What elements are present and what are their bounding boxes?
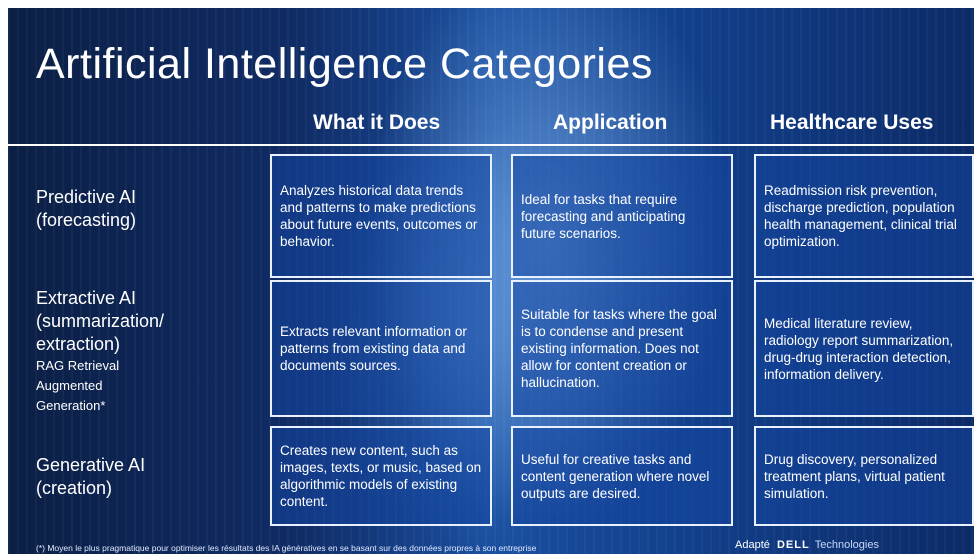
row-label-extractive: Extractive AI (summarization/ extraction… — [36, 287, 164, 416]
brand-credit: Adapté DELL Technologies — [735, 539, 879, 551]
row-label-small-line: Generation* — [36, 398, 106, 413]
cell-predictive-what: Analyzes historical data trends and patt… — [270, 154, 492, 278]
row-label-line: (summarization/ — [36, 311, 165, 331]
cell-text: Medical literature review, radiology rep… — [764, 315, 954, 382]
row-label-small-line: Augmented — [36, 378, 103, 393]
slide: Artificial Intelligence Categories What … — [8, 8, 974, 554]
cell-extractive-what: Extracts relevant information or pattern… — [270, 280, 492, 417]
row-label-line: extraction) — [36, 334, 121, 354]
cell-extractive-healthcare: Medical literature review, radiology rep… — [754, 280, 974, 417]
column-header-healthcare: Healthcare Uses — [770, 111, 934, 134]
cell-text: Creates new content, such as images, tex… — [280, 443, 482, 509]
cell-generative-healthcare: Drug discovery, personalized treatment p… — [754, 426, 974, 526]
row-label-line: (forecasting) — [36, 210, 137, 230]
cell-text: Useful for creative tasks and content ge… — [521, 451, 710, 501]
cell-text: Extracts relevant information or pattern… — [280, 324, 467, 373]
cell-text: Suitable for tasks where the goal is to … — [521, 307, 717, 390]
dell-logo: DELL — [776, 539, 810, 551]
cell-text: Ideal for tasks that require forecasting… — [521, 191, 686, 241]
row-label-generative: Generative AI (creation) — [36, 454, 145, 500]
row-label-predictive: Predictive AI (forecasting) — [36, 186, 136, 232]
footnote: (*) Moyen le plus pragmatique pour optim… — [36, 543, 537, 553]
header-divider — [8, 144, 974, 146]
column-header-application: Application — [553, 111, 668, 134]
cell-extractive-application: Suitable for tasks where the goal is to … — [511, 280, 733, 417]
cell-text: Readmission risk prevention, discharge p… — [764, 183, 957, 249]
brand-technologies: Technologies — [814, 539, 879, 551]
cell-generative-what: Creates new content, such as images, tex… — [270, 426, 492, 526]
cell-predictive-healthcare: Readmission risk prevention, discharge p… — [754, 154, 974, 278]
cell-generative-application: Useful for creative tasks and content ge… — [511, 426, 733, 526]
row-label-line: (creation) — [36, 478, 113, 498]
row-label-line: Extractive AI — [36, 288, 137, 308]
slide-title: Artificial Intelligence Categories — [36, 40, 653, 88]
row-label-small-line: RAG Retrieval — [36, 358, 120, 373]
cell-predictive-application: Ideal for tasks that require forecasting… — [511, 154, 733, 278]
cell-text: Analyzes historical data trends and patt… — [280, 183, 478, 249]
column-header-what: What it Does — [313, 111, 441, 134]
cell-text: Drug discovery, personalized treatment p… — [764, 451, 945, 501]
row-label-line: Generative AI — [36, 455, 146, 475]
row-label-line: Predictive AI — [36, 187, 137, 207]
brand-prefix: Adapté — [735, 539, 770, 551]
